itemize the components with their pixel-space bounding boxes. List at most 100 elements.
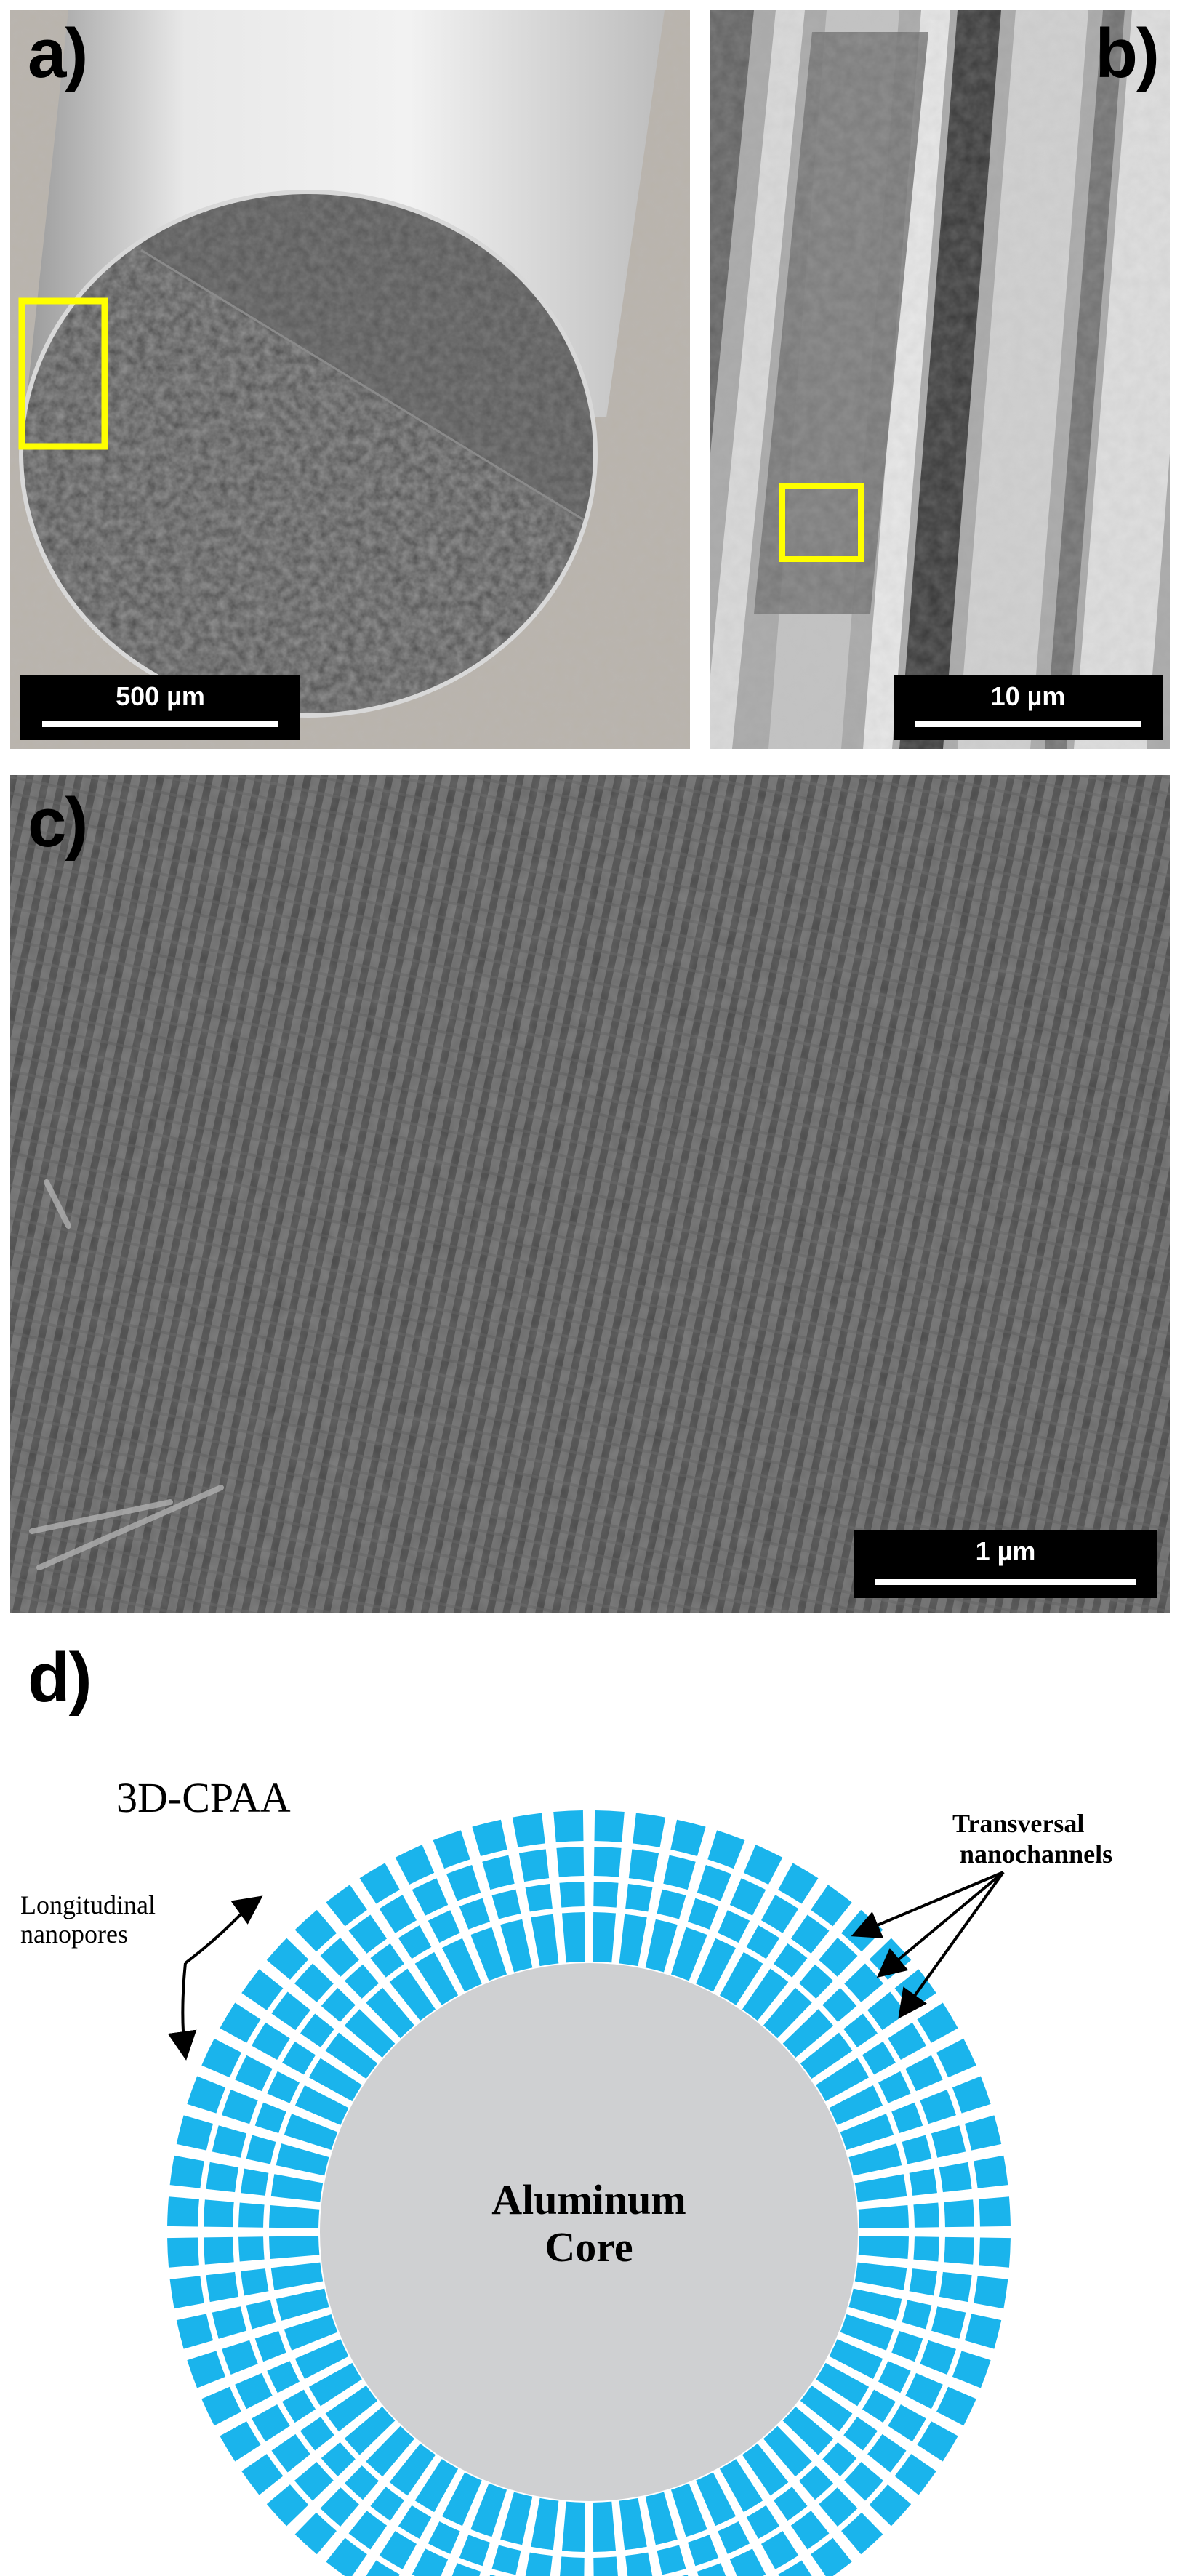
panel-b-graphic xyxy=(710,10,1170,749)
ring-segment xyxy=(799,2465,834,2500)
ring-segment xyxy=(204,2236,234,2265)
ring-segment xyxy=(905,2055,943,2092)
ring-segment xyxy=(254,2102,286,2133)
panel-b-label: b) xyxy=(1095,15,1160,92)
ring-segment xyxy=(235,2055,273,2092)
ring-segment xyxy=(979,2196,1011,2227)
ring-segment xyxy=(822,2442,857,2477)
ring-segment xyxy=(670,1819,706,1857)
ring-segment xyxy=(760,2531,799,2569)
ring-segment xyxy=(366,1987,415,2039)
ring-segment xyxy=(294,2085,349,2125)
ring-segment xyxy=(799,1964,834,1999)
ring-segment xyxy=(657,2545,686,2575)
arrow-transversal-1 xyxy=(851,1871,1004,1939)
ring-segment xyxy=(902,2135,932,2164)
ring-segment xyxy=(782,2406,834,2455)
ring-segment xyxy=(944,2236,974,2265)
ring-segment xyxy=(619,1914,647,1967)
annotation-transversal-line1: Transversal xyxy=(952,1809,1084,1838)
ring-segment xyxy=(811,2537,852,2576)
ring-segment xyxy=(746,1925,780,1959)
ring-segment xyxy=(389,2443,436,2496)
ring-segment xyxy=(862,2041,896,2075)
ring-segment xyxy=(819,1938,858,1977)
ring-segment xyxy=(917,2002,958,2043)
ring-segment xyxy=(366,2425,415,2477)
ring-segment xyxy=(201,2038,242,2078)
ring-segment xyxy=(936,2038,976,2078)
ring-segment xyxy=(867,1991,907,2031)
panel-a-scale-label: 500 µm xyxy=(116,681,205,711)
ring-segment xyxy=(320,1938,359,1977)
ring-segment xyxy=(819,2487,858,2527)
ring-segment xyxy=(222,2090,258,2124)
ring-segment xyxy=(359,1863,400,1904)
ring-segment xyxy=(869,1938,912,1980)
ring-segment xyxy=(909,2268,937,2296)
panel-c-scale-bar: 1 µm xyxy=(854,1530,1157,1598)
ring-segment xyxy=(696,2472,736,2527)
ring-segment xyxy=(718,2521,750,2554)
ring-segment xyxy=(811,1885,852,1927)
ring-segment xyxy=(878,2071,911,2103)
ring-segment xyxy=(176,2115,214,2151)
ring-segment xyxy=(491,2545,521,2575)
ring-segment xyxy=(763,1987,812,2039)
ring-segment xyxy=(844,2462,883,2501)
ring-segment xyxy=(742,1968,789,2021)
ring-segment xyxy=(212,2125,247,2158)
ring-segment xyxy=(451,2563,481,2576)
ring-segment xyxy=(344,2465,379,2500)
ring-segment xyxy=(220,2421,261,2462)
ring-segment xyxy=(878,2361,911,2394)
ring-segment xyxy=(348,2511,388,2550)
ring-segment xyxy=(176,2314,214,2349)
ring-segment xyxy=(321,2442,356,2477)
ring-segment xyxy=(854,2174,907,2202)
ring-segment xyxy=(326,1885,367,1927)
ring-segment xyxy=(241,2168,269,2196)
ring-segment xyxy=(844,1963,883,2002)
ring-segment xyxy=(729,1878,766,1916)
ring-segment xyxy=(525,2552,553,2576)
ring-segment xyxy=(913,2202,939,2228)
ring-segment xyxy=(241,1969,284,2010)
ring-segment xyxy=(414,2459,459,2513)
panel-b-scale-label: 10 µm xyxy=(990,681,1066,711)
ring-segment xyxy=(204,2199,234,2228)
ring-segment xyxy=(790,1914,830,1954)
ring-segment xyxy=(284,2114,338,2151)
ring-segment xyxy=(854,2262,907,2290)
ring-segment xyxy=(414,1951,459,2005)
ring-segment xyxy=(241,2268,269,2296)
ring-segment xyxy=(201,2386,242,2426)
ring-segment xyxy=(246,2135,276,2164)
ring-segment xyxy=(800,2385,853,2432)
ring-segment xyxy=(594,1810,625,1842)
ring-segment xyxy=(867,2433,907,2473)
ring-segment xyxy=(760,1895,799,1933)
annotation-longitudinal-line2: nanopores xyxy=(20,1919,128,1949)
ring-segment xyxy=(559,1882,585,1908)
ring-segment xyxy=(344,2009,396,2058)
ring-segment xyxy=(238,2202,265,2228)
ring-segment xyxy=(282,2389,316,2423)
ring-segment xyxy=(348,1914,388,1954)
ring-segment xyxy=(252,2022,290,2061)
ring-segment xyxy=(905,2372,943,2410)
ring-segment xyxy=(325,2032,378,2079)
ring-segment xyxy=(742,2443,789,2496)
ring-segment xyxy=(344,1964,379,1999)
ring-segment xyxy=(862,2389,896,2423)
ring-segment xyxy=(894,2454,936,2495)
ring-segment xyxy=(491,1889,521,1919)
ring-segment xyxy=(167,2196,199,2227)
ring-segment xyxy=(964,2115,1002,2151)
ring-segment xyxy=(321,1987,356,2022)
ring-segment xyxy=(531,1914,559,1967)
ring-segment xyxy=(398,2505,432,2539)
ring-segment xyxy=(843,2417,878,2451)
core-label-line2: Core xyxy=(545,2223,633,2271)
ring-segment xyxy=(593,1882,619,1908)
